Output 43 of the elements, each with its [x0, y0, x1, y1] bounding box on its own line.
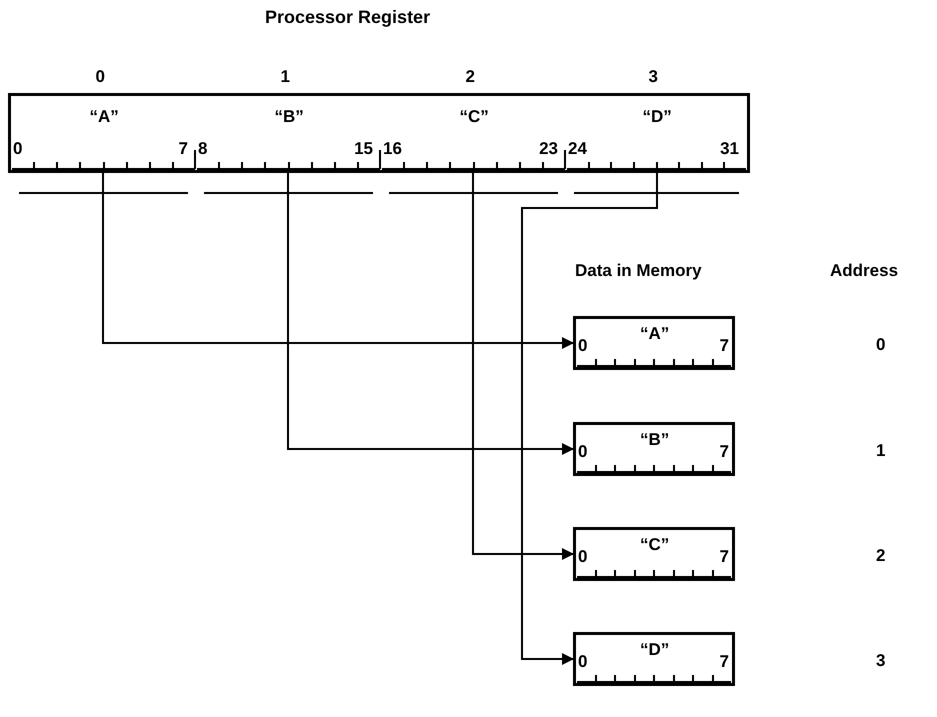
- byte-value: “D”: [642, 108, 672, 125]
- byte-value: “C”: [460, 108, 489, 125]
- address-number: 1: [876, 442, 886, 459]
- byte-value: “A”: [90, 108, 119, 125]
- byte-index: 0: [96, 68, 105, 85]
- memory-byte-box: [573, 632, 735, 686]
- memory-byte-box: [573, 527, 735, 581]
- bit-number: 7: [178, 140, 188, 157]
- memory-byte-box: [573, 422, 735, 476]
- bit-number: 24: [568, 140, 587, 157]
- byte-index: 1: [280, 68, 290, 85]
- bit-number: 0: [578, 337, 588, 354]
- diagram-title: Processor Register: [265, 8, 430, 26]
- bit-number: 0: [578, 653, 588, 670]
- bit-number: 8: [198, 140, 208, 157]
- bit-number: 7: [720, 337, 729, 354]
- bit-number: 0: [13, 140, 22, 157]
- address-number: 0: [876, 336, 886, 353]
- byte-index: 2: [466, 68, 475, 85]
- arrow: [521, 173, 658, 665]
- bit-number: 7: [720, 548, 729, 565]
- byte-value: “B”: [640, 431, 670, 448]
- bit-number: 15: [354, 140, 373, 157]
- bit-number: 0: [578, 443, 588, 460]
- byte-value: “D”: [640, 641, 670, 658]
- bit-number: 31: [720, 140, 739, 157]
- byte-value: “B”: [274, 108, 304, 125]
- memory-byte-box: [573, 316, 735, 370]
- arrow: [472, 173, 574, 560]
- bit-number: 7: [720, 653, 729, 670]
- byte-value: “A”: [640, 325, 670, 342]
- byte-value: “C”: [640, 536, 670, 553]
- address-number: 2: [876, 547, 886, 564]
- arrow: [287, 173, 574, 455]
- byte-index: 3: [648, 68, 658, 85]
- bit-number: 7: [720, 443, 729, 460]
- arrow: [102, 173, 574, 349]
- column-heading: Data in Memory: [575, 262, 702, 279]
- column-heading: Address: [830, 262, 898, 279]
- bit-number: 16: [383, 140, 402, 157]
- bit-number: 0: [578, 548, 588, 565]
- bit-number: 23: [539, 140, 558, 157]
- address-number: 3: [876, 652, 886, 669]
